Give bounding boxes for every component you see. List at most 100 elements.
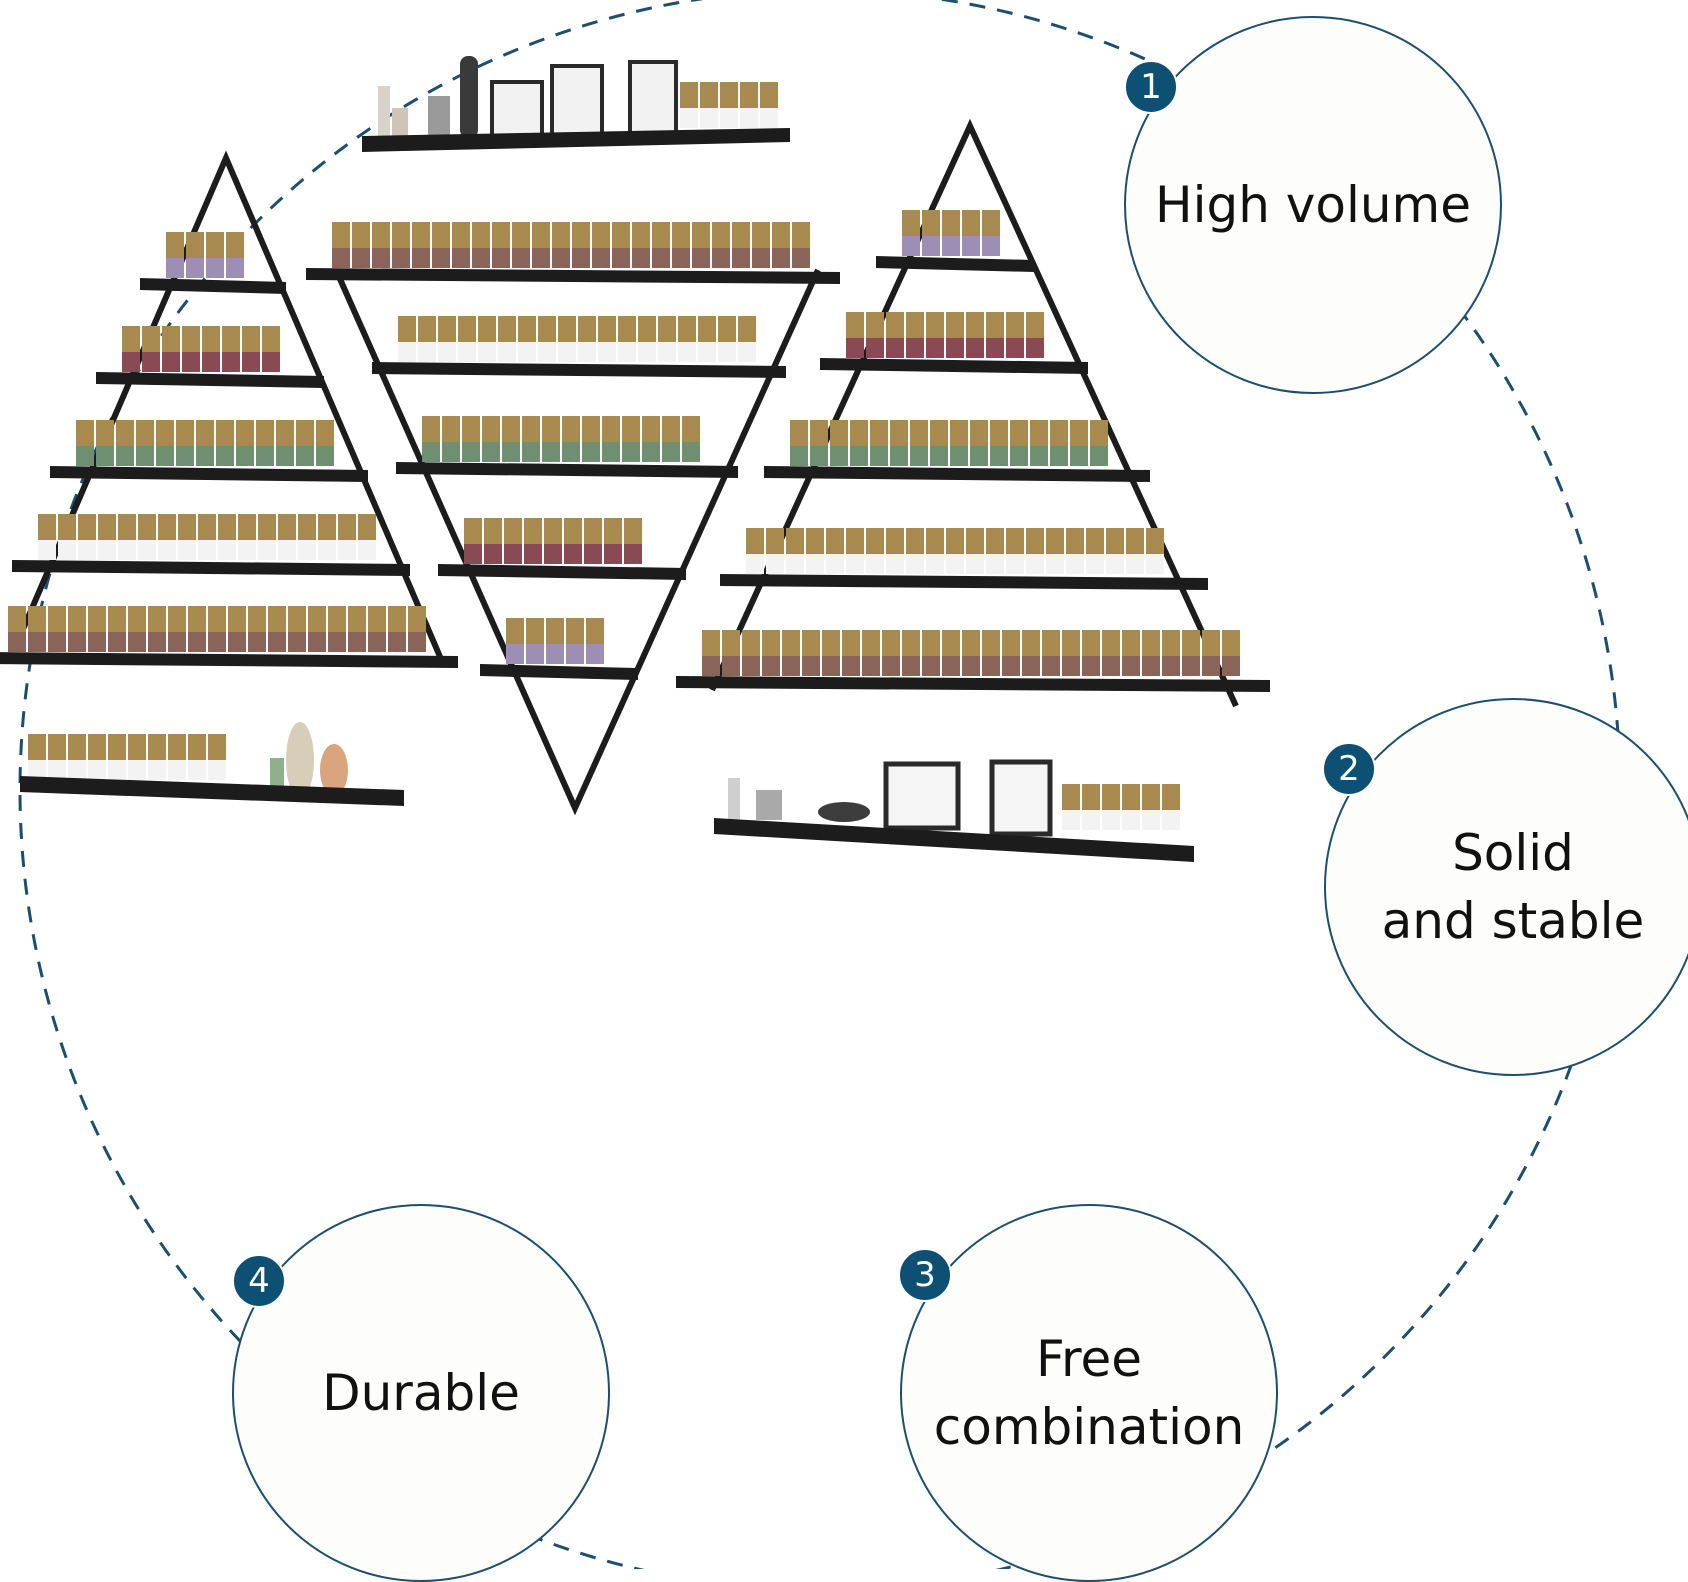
shelf-plank <box>96 372 324 388</box>
bottle-body <box>866 554 884 574</box>
bottle-cap <box>1182 630 1200 656</box>
bottle-body <box>966 554 984 574</box>
bottle-cap <box>178 514 196 540</box>
bottle-cap <box>166 232 184 258</box>
bottle-cap <box>862 630 880 656</box>
bottle-body <box>262 352 280 372</box>
bottle-cap <box>692 222 710 248</box>
bottle-body <box>116 446 134 466</box>
bottle-cap <box>1070 420 1088 446</box>
bottle-cap <box>1030 420 1048 446</box>
bottle-cap <box>742 630 760 656</box>
bottle-body <box>942 656 960 676</box>
bottle-body <box>732 248 750 268</box>
bottle-body <box>148 632 166 652</box>
bottle-body <box>1182 656 1200 676</box>
bottle-body <box>208 760 226 780</box>
bottle-body <box>518 342 536 362</box>
bottle-body <box>930 446 948 466</box>
bottle-body <box>612 248 630 268</box>
bottle-cap <box>1046 528 1064 554</box>
bottle-cap <box>732 222 750 248</box>
bottle-cap <box>372 222 390 248</box>
bottle-body <box>850 446 868 466</box>
bottle-cap <box>182 326 200 352</box>
bottle-cap <box>1042 630 1060 656</box>
bottle-cap <box>88 734 106 760</box>
bottle-body <box>316 446 334 466</box>
bottle-cap <box>308 606 326 632</box>
bottle-body <box>492 248 510 268</box>
bottle-body <box>288 632 306 652</box>
bottle-body <box>618 342 636 362</box>
bottle-body <box>68 760 86 780</box>
bottle-body <box>624 544 642 564</box>
bottle-body <box>966 338 984 358</box>
bottle-body <box>1062 810 1080 830</box>
bottle-body <box>906 338 924 358</box>
bottle-body <box>542 442 560 462</box>
bottle-cap <box>1102 784 1120 810</box>
bottle-cap <box>962 630 980 656</box>
bottle-body <box>622 442 640 462</box>
bottle-cap <box>890 420 908 446</box>
bottle-body <box>308 632 326 652</box>
bottle-body <box>946 554 964 574</box>
bottle-cap <box>1082 630 1100 656</box>
bottle-body <box>766 554 784 574</box>
bottle-body <box>546 644 564 664</box>
bottle-cap <box>452 222 470 248</box>
bottle-body <box>526 644 544 664</box>
bottle-body <box>752 248 770 268</box>
bottle-body <box>88 760 106 780</box>
bottle-body <box>910 446 928 466</box>
bottle-cap <box>202 326 220 352</box>
bottle-cap <box>662 416 680 442</box>
bottle-body <box>790 446 808 466</box>
bottle-cap <box>108 734 126 760</box>
bottle-body <box>398 342 416 362</box>
bottle-body <box>258 540 276 560</box>
bottle-cap <box>950 420 968 446</box>
bottle-cap <box>882 630 900 656</box>
bottle-body <box>122 352 140 372</box>
bottle-body <box>186 258 204 278</box>
bottle-body <box>652 248 670 268</box>
bottle-cap <box>782 630 800 656</box>
bottle-body <box>826 554 844 574</box>
shelf-plank <box>140 278 286 294</box>
bottle-cap <box>846 312 864 338</box>
bottle-cap <box>118 514 136 540</box>
bottle-body <box>922 236 940 256</box>
bottle-cap <box>478 316 496 342</box>
bottle-cap <box>438 316 456 342</box>
bottle-cap <box>298 514 316 540</box>
bottle-cap <box>316 420 334 446</box>
bottle-cap <box>398 316 416 342</box>
bottle-body <box>604 544 622 564</box>
bottle-body <box>216 446 234 466</box>
bottle-body <box>552 248 570 268</box>
bottle-body <box>408 632 426 652</box>
bottle-cap <box>850 420 868 446</box>
bottle-body <box>1202 656 1220 676</box>
bottle-cap <box>158 514 176 540</box>
bottle-body <box>462 442 480 462</box>
bottle-cap <box>966 312 984 338</box>
feature-number-badge: 4 <box>232 1254 286 1308</box>
bottle-cap <box>618 316 636 342</box>
bottle-body <box>318 540 336 560</box>
bottle-cap <box>544 518 562 544</box>
bottle-body <box>368 632 386 652</box>
bottle-body <box>886 338 904 358</box>
bottle-cap <box>718 316 736 342</box>
bottle-cap <box>906 528 924 554</box>
bottle-cap <box>584 518 602 544</box>
bottle-body <box>886 554 904 574</box>
bottle-body <box>806 554 824 574</box>
bottle-body <box>1082 656 1100 676</box>
bottle-body <box>162 352 180 372</box>
bottle-cap <box>822 630 840 656</box>
bottle-body <box>58 540 76 560</box>
bottle-cap <box>238 514 256 540</box>
